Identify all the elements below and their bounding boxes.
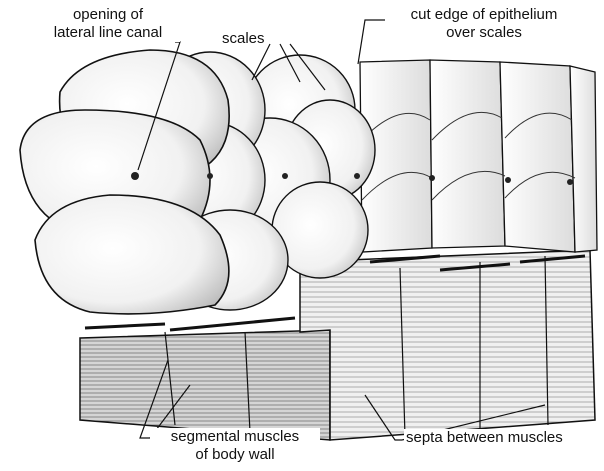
label-segmental-muscles: segmental muscles of body wall <box>150 428 320 464</box>
label-opening-line2: lateral line canal <box>53 24 163 41</box>
label-cut-edge: cut edge of epithelium over scales <box>392 6 576 42</box>
label-opening: opening of lateral line canal <box>36 6 180 42</box>
label-segmental-line2: of body wall <box>195 446 275 463</box>
muscle-block <box>79 249 596 441</box>
epithelium-panels <box>359 59 598 253</box>
label-cut-edge-line2: over scales <box>446 24 522 41</box>
large-scales <box>19 49 230 315</box>
label-segmental-line1: segmental muscles <box>170 428 300 445</box>
label-scales: scales <box>220 30 267 48</box>
lateral-line-pores <box>131 172 573 185</box>
label-cut-edge-line1: cut edge of epithelium <box>410 6 558 23</box>
muscle-septum <box>164 255 549 440</box>
label-septa: septa between muscles <box>404 429 565 447</box>
label-opening-line1: opening of <box>72 6 144 23</box>
